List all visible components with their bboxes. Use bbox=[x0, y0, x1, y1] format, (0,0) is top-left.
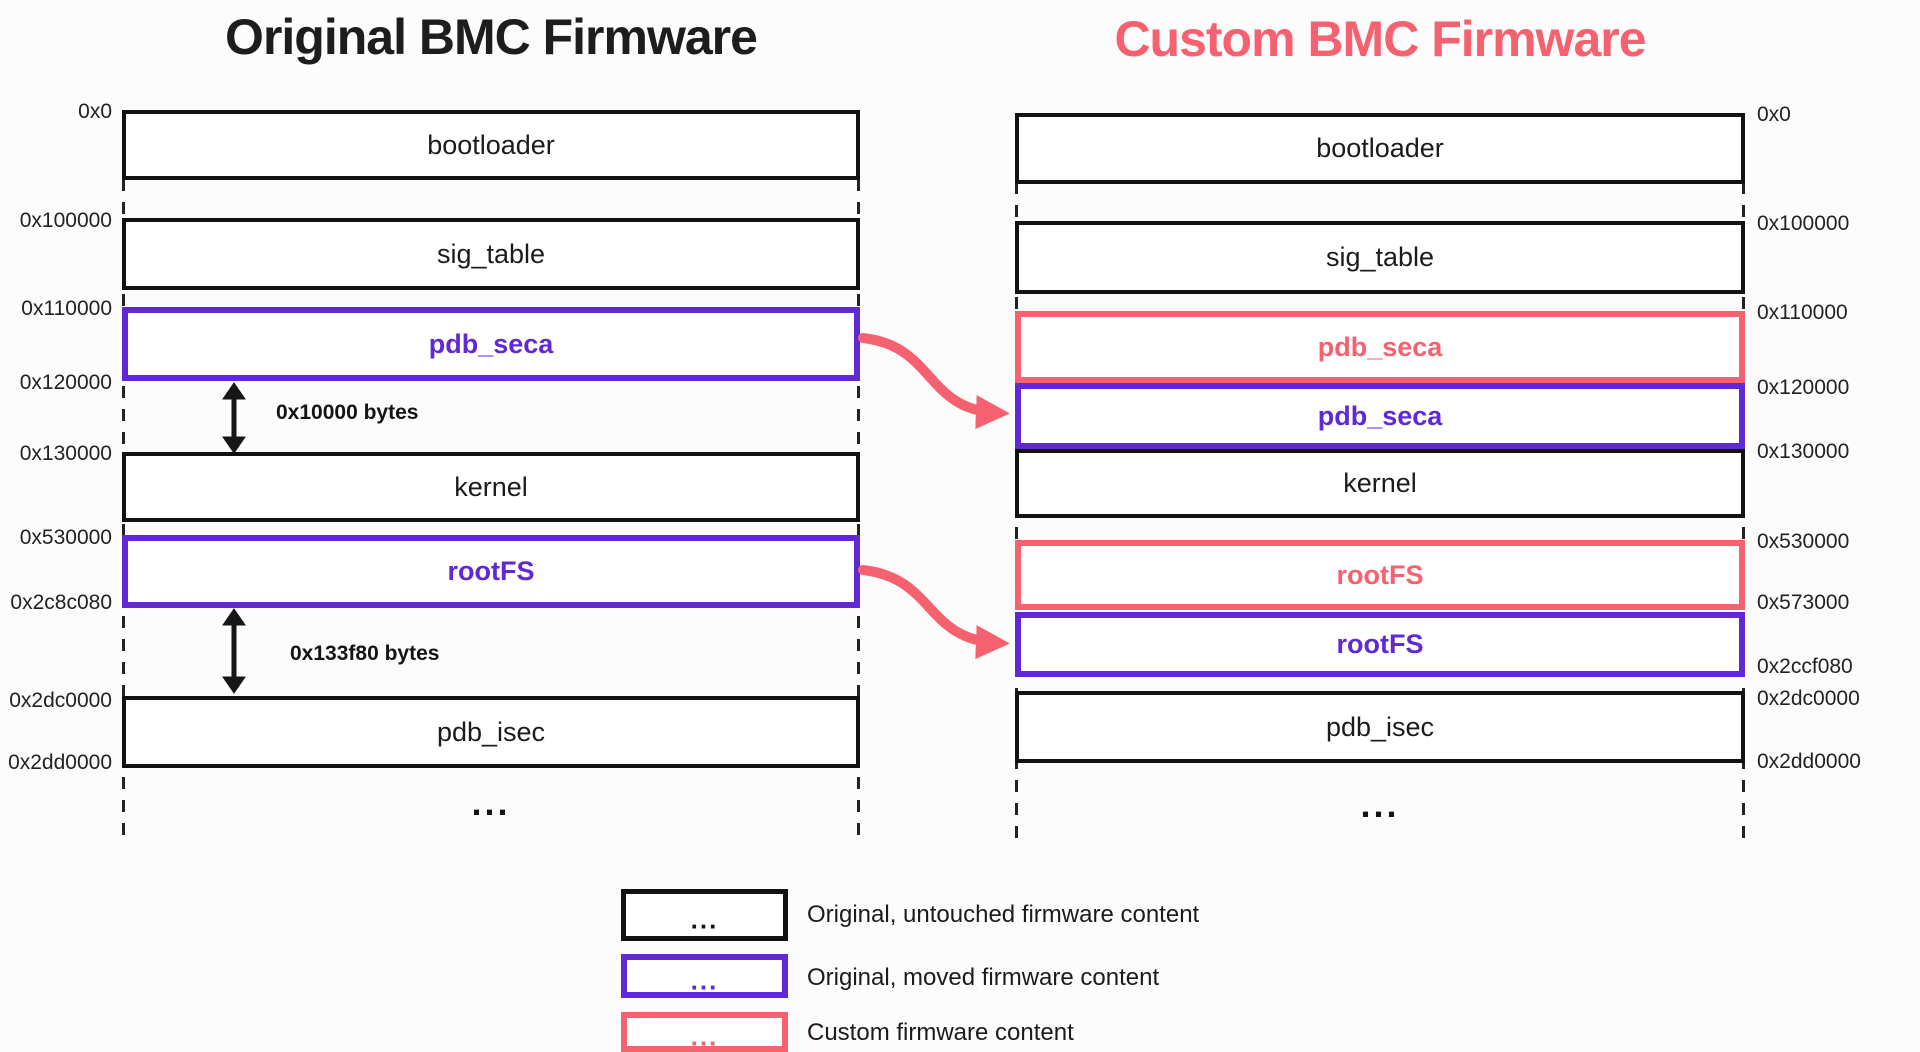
block-label: pdb_isec bbox=[1325, 711, 1435, 742]
address-label: 0x2c8c080 bbox=[10, 591, 112, 614]
block-sig-table-original: sig_table bbox=[122, 218, 860, 290]
address-label: 0x2ccf080 bbox=[1757, 655, 1853, 678]
block-label: pdb_seca bbox=[1317, 400, 1443, 431]
block-rootfs-moved: rootFS bbox=[1015, 612, 1745, 677]
address-label: 0x120000 bbox=[1757, 376, 1850, 399]
address-label: 0x0 bbox=[1757, 103, 1791, 126]
block-pdb-seca-custom: pdb_seca bbox=[1015, 311, 1745, 383]
legend-label-original-untouched: Original, untouched firmware content bbox=[807, 901, 1200, 928]
address-label: 0x130000 bbox=[1757, 440, 1850, 463]
legend-swatch-original-untouched: ... bbox=[621, 889, 788, 941]
block-label: rootFS bbox=[1336, 629, 1424, 659]
block-label: rootFS bbox=[447, 556, 535, 586]
block-label: pdb_seca bbox=[1317, 331, 1443, 362]
address-label: 0x120000 bbox=[19, 371, 112, 394]
legend-swatch-custom-content: ... bbox=[621, 1012, 788, 1052]
legend-swatch-dots: ... bbox=[690, 904, 719, 935]
block-label: pdb_seca bbox=[428, 328, 554, 359]
gap-size-annotation: 0x133f80 bytes bbox=[290, 642, 440, 665]
move-arrow-rootfs bbox=[858, 565, 1010, 660]
block-label: rootFS bbox=[1336, 559, 1424, 590]
address-label: 0x2dc0000 bbox=[1757, 687, 1860, 710]
address-label: 0x110000 bbox=[21, 297, 112, 320]
block-label: sig_table bbox=[1325, 242, 1435, 272]
legend-swatch-dots: ... bbox=[690, 1021, 719, 1052]
gap-size-annotation: 0x10000 bytes bbox=[276, 401, 419, 424]
address-label: 0x2dd0000 bbox=[8, 751, 112, 774]
custom-firmware-title: Custom BMC Firmware bbox=[1114, 11, 1646, 67]
address-label: 0x130000 bbox=[19, 442, 112, 465]
block-label: sig_table bbox=[436, 238, 546, 269]
block-rootfs-custom: rootFS bbox=[1015, 540, 1745, 610]
original-firmware-title: Original BMC Firmware bbox=[225, 9, 758, 65]
block-kernel-original: kernel bbox=[122, 452, 860, 522]
address-label: 0x2dd0000 bbox=[1757, 750, 1861, 773]
address-label: 0x573000 bbox=[1757, 591, 1850, 614]
address-label: 0x110000 bbox=[1757, 301, 1848, 324]
address-label: 0x530000 bbox=[1757, 530, 1850, 553]
block-kernel-custom-fw: kernel bbox=[1015, 449, 1745, 518]
legend-label-original-moved: Original, moved firmware content bbox=[807, 964, 1160, 991]
legend-label-custom-content: Custom firmware content bbox=[807, 1019, 1074, 1046]
address-label: 0x530000 bbox=[19, 526, 112, 549]
gap-arrow-0x133f80 bbox=[222, 608, 246, 694]
block-label: bootloader bbox=[1316, 133, 1444, 163]
block-pdb-isec-original: pdb_isec bbox=[122, 696, 860, 768]
left-continuation-ellipsis: ... bbox=[471, 782, 511, 823]
legend-swatch-original-moved: ... bbox=[621, 954, 788, 998]
block-pdb-seca-original: pdb_seca bbox=[122, 307, 860, 381]
block-label: kernel bbox=[1343, 468, 1417, 498]
move-arrow-pdb-seca bbox=[858, 333, 1010, 430]
address-label: 0x100000 bbox=[1757, 212, 1850, 235]
block-pdb-isec-custom-fw: pdb_isec bbox=[1015, 691, 1745, 763]
block-label: kernel bbox=[454, 471, 528, 502]
block-rootfs-original: rootFS bbox=[122, 535, 860, 608]
block-label: bootloader bbox=[427, 129, 555, 160]
block-pdb-seca-moved: pdb_seca bbox=[1015, 383, 1745, 449]
block-bootloader-custom-fw: bootloader bbox=[1015, 113, 1745, 184]
address-label: 0x0 bbox=[78, 100, 112, 123]
right-continuation-ellipsis: ... bbox=[1360, 784, 1400, 825]
address-label: 0x100000 bbox=[19, 209, 112, 232]
block-sig-table-custom-fw: sig_table bbox=[1015, 221, 1745, 294]
address-label: 0x2dc0000 bbox=[9, 689, 112, 712]
gap-arrow-0x10000 bbox=[222, 382, 246, 454]
block-label: pdb_isec bbox=[436, 716, 546, 747]
block-bootloader-original: bootloader bbox=[122, 110, 860, 180]
legend-swatch-dots: ... bbox=[690, 965, 719, 996]
